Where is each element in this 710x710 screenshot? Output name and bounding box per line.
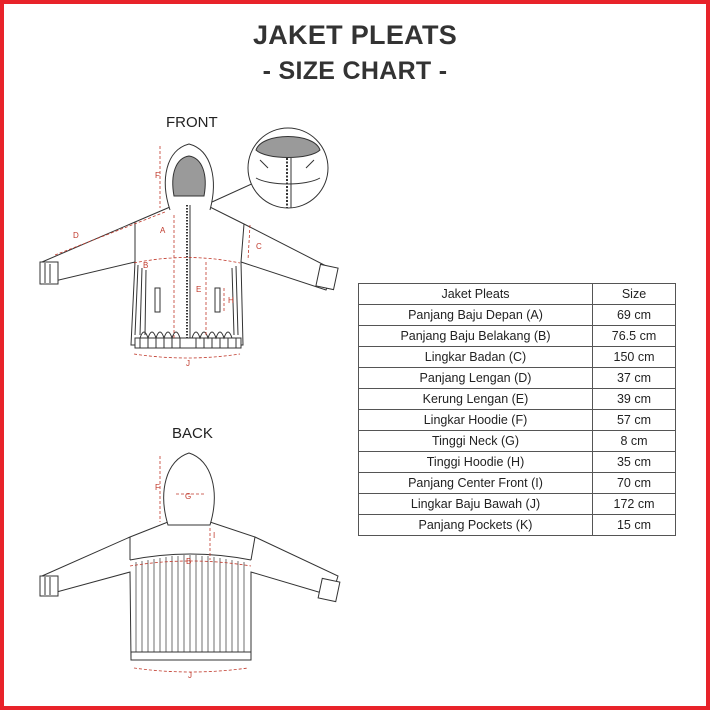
table-row: Panjang Pockets (K)15 cm <box>358 514 676 536</box>
back-measure-letters: F G I B J <box>155 483 215 680</box>
page-subtitle: - SIZE CHART - <box>262 57 448 85</box>
back-measure-lines <box>129 456 252 673</box>
row-measure: Tinggi Neck (G) <box>358 430 593 452</box>
back-letter-b: B <box>186 557 191 566</box>
table-row: Tinggi Neck (G)8 cm <box>358 430 676 452</box>
front-hood-lining <box>172 155 206 197</box>
front-measure-letters: F D A B C E H J <box>73 171 262 368</box>
table-row: Panjang Center Front (I)70 cm <box>358 472 676 494</box>
table-row: Panjang Lengan (D)37 cm <box>358 367 676 389</box>
row-size: 35 cm <box>592 451 676 473</box>
row-size: 70 cm <box>592 472 676 494</box>
front-jacket-drawing <box>39 143 339 349</box>
row-measure: Panjang Pockets (K) <box>358 514 593 536</box>
front-letter-c: C <box>256 242 262 251</box>
row-size: 37 cm <box>592 367 676 389</box>
row-size: 8 cm <box>592 430 676 452</box>
front-measure-lines <box>54 146 251 359</box>
back-letter-i: I <box>213 531 215 540</box>
row-measure: Kerung Lengan (E) <box>358 388 593 410</box>
table-row: Lingkar Badan (C)150 cm <box>358 346 676 368</box>
back-letter-g: G <box>185 492 191 501</box>
front-right-cuff <box>315 263 339 291</box>
front-letter-a: A <box>160 226 166 235</box>
row-size: 76.5 cm <box>592 325 676 347</box>
row-measure: Tinggi Hoodie (H) <box>358 451 593 473</box>
table-header-row: Jaket Pleats Size <box>358 283 676 305</box>
back-letter-f: F <box>155 483 160 492</box>
front-letter-f: F <box>155 171 160 180</box>
header-item: Jaket Pleats <box>358 283 593 305</box>
front-letter-d: D <box>73 231 79 240</box>
table-row: Kerung Lengan (E)39 cm <box>358 388 676 410</box>
table-row: Lingkar Hoodie (F)57 cm <box>358 409 676 431</box>
zipper-detail-callout <box>211 127 329 209</box>
row-size: 15 cm <box>592 514 676 536</box>
row-measure: Panjang Baju Belakang (B) <box>358 325 593 347</box>
row-size: 39 cm <box>592 388 676 410</box>
front-left-cuff <box>39 261 59 285</box>
back-jacket-drawing <box>39 452 341 661</box>
row-measure: Lingkar Badan (C) <box>358 346 593 368</box>
row-measure: Panjang Baju Depan (A) <box>358 304 593 326</box>
row-measure: Lingkar Hoodie (F) <box>358 409 593 431</box>
front-letter-b: B <box>143 261 148 270</box>
front-left-pocket <box>154 287 161 313</box>
front-letter-h: H <box>228 296 234 305</box>
back-view-label: BACK <box>172 425 213 442</box>
front-letter-j: J <box>186 359 190 368</box>
row-size: 150 cm <box>592 346 676 368</box>
size-chart-table: Jaket Pleats Size Panjang Baju Depan (A)… <box>358 283 676 536</box>
row-measure: Panjang Lengan (D) <box>358 367 593 389</box>
back-pleats <box>135 555 245 655</box>
table-row: Tinggi Hoodie (H)35 cm <box>358 451 676 473</box>
row-measure: Panjang Center Front (I) <box>358 472 593 494</box>
front-right-pocket <box>214 287 221 313</box>
row-measure: Lingkar Baju Bawah (J) <box>358 493 593 515</box>
row-size: 69 cm <box>592 304 676 326</box>
back-waistband <box>130 651 252 661</box>
table-row: Panjang Baju Depan (A)69 cm <box>358 304 676 326</box>
table-row: Lingkar Baju Bawah (J)172 cm <box>358 493 676 515</box>
back-letter-j: J <box>188 671 192 680</box>
front-letter-e: E <box>196 285 201 294</box>
row-size: 57 cm <box>592 409 676 431</box>
callout-hood-lining <box>255 136 321 158</box>
back-left-cuff <box>39 575 59 597</box>
front-view-label: FRONT <box>166 114 218 131</box>
header-size: Size <box>592 283 676 305</box>
front-waistband <box>134 337 242 349</box>
row-size: 172 cm <box>592 493 676 515</box>
page-title: JAKET PLEATS <box>252 20 458 50</box>
back-right-cuff <box>317 577 341 603</box>
table-row: Panjang Baju Belakang (B)76.5 cm <box>358 325 676 347</box>
